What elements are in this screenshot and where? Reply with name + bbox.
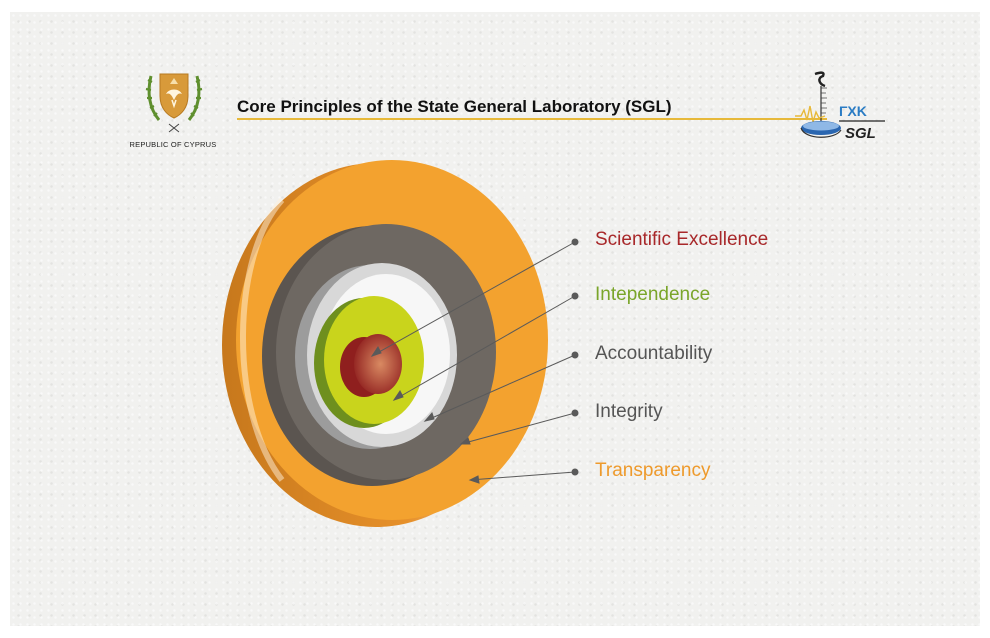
cyprus-emblem-icon	[145, 73, 203, 133]
logo-text-bottom: SGL	[845, 125, 876, 142]
emblem-caption: REPUBLIC OF CYPRUS	[129, 140, 217, 149]
leader-integrity	[460, 412, 576, 445]
leader-transparency	[469, 471, 576, 481]
leader-independence	[393, 295, 576, 401]
core-scientific-excellence	[354, 334, 402, 394]
label-scientific-excellence: Scientific Excellence	[595, 229, 769, 250]
label-transparency: Transparency	[595, 460, 711, 481]
title-underline	[237, 118, 827, 120]
label-independence: Intependence	[595, 284, 711, 305]
label-accountability: Accountability	[595, 343, 713, 364]
logo-text-top: ΓΧΚ	[839, 103, 867, 119]
page-title: Core Principles of the State General Lab…	[237, 97, 672, 116]
leader-accountability	[424, 354, 576, 422]
leader-scientific-excellence	[371, 241, 576, 357]
sgl-logo-icon: ΓΧΚ SGL	[795, 71, 885, 142]
label-integrity: Integrity	[595, 401, 663, 422]
